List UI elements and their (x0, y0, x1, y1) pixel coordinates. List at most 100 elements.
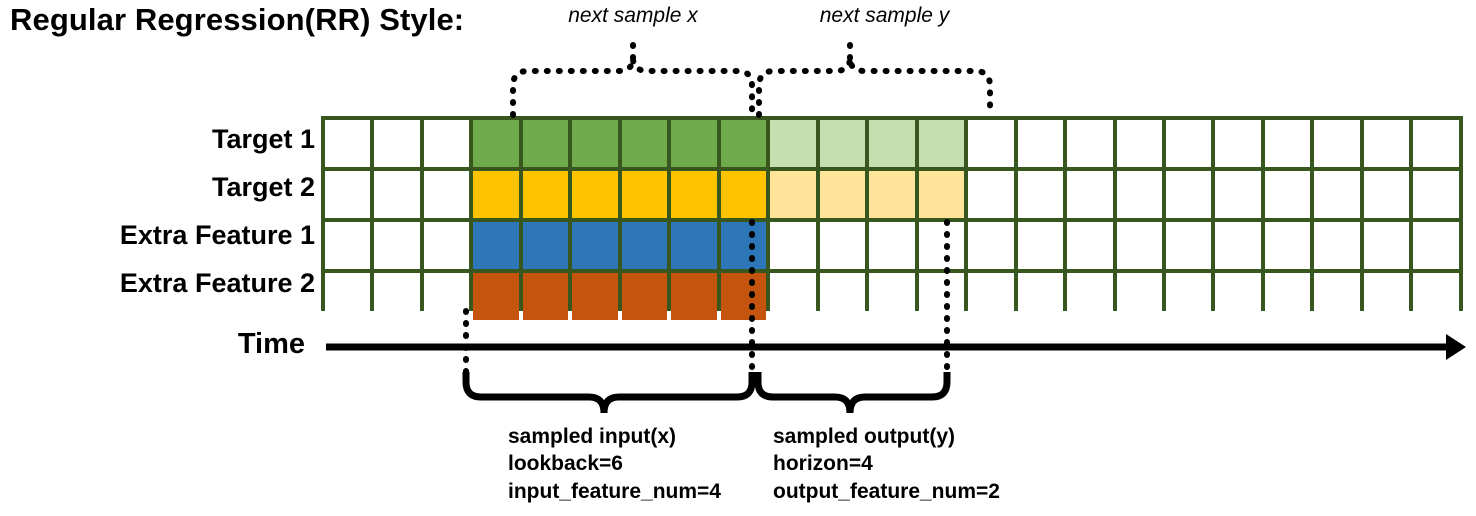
grid-row-extra-feature-1 (325, 222, 1459, 269)
grid-cell (1314, 171, 1360, 218)
grid-cell (1017, 222, 1064, 269)
grid-cell (473, 120, 519, 167)
sampled-input-title: sampled input(x) (508, 425, 677, 448)
grid-cell (1215, 222, 1261, 269)
grid-cell (968, 120, 1014, 167)
grid-cell (423, 222, 470, 269)
next-sample-y-label: next sample y (819, 4, 950, 27)
grid-cell (1413, 222, 1459, 269)
grid-cell (819, 273, 866, 320)
grid-cell (423, 171, 470, 218)
grid-cell (325, 171, 371, 218)
next-sample-y-brace (756, 57, 993, 118)
grid-cell (918, 171, 965, 218)
grid-cell (1067, 171, 1113, 218)
grid-cell (671, 222, 717, 269)
sampled-output-horizon: horizon=4 (773, 452, 873, 476)
grid-cell (1017, 171, 1064, 218)
grid-cell (1165, 273, 1212, 320)
timeseries-grid (321, 116, 1463, 320)
grid-cell (1413, 273, 1459, 320)
grid-cell (621, 222, 668, 269)
grid-cell (1067, 222, 1113, 269)
grid-cell (1413, 171, 1459, 218)
grid-cell (1215, 273, 1261, 320)
sampled-input-feature-num: input_feature_num=4 (508, 479, 721, 503)
grid-cell (522, 120, 569, 167)
time-axis-label: Time (237, 328, 305, 360)
grid-cell (522, 222, 569, 269)
grid-cell (325, 222, 371, 269)
grid-cell (621, 171, 668, 218)
grid-cell (770, 120, 816, 167)
sampled-output-caption: sampled output(y) horizon=4 output_featu… (773, 423, 1000, 505)
grid-cell (423, 120, 470, 167)
grid-cell (671, 273, 717, 320)
grid-row-target-1 (325, 120, 1459, 167)
next-sample-x-label: next sample x (568, 4, 698, 27)
grid-cell (918, 222, 965, 269)
sampled-output-feature-num: output_feature_num=2 (773, 479, 1000, 503)
grid-cell (869, 120, 915, 167)
row-label-target-1: Target 1 (211, 124, 315, 154)
grid-cell (1067, 120, 1113, 167)
grid-cell (1264, 171, 1311, 218)
grid-cell (869, 273, 915, 320)
grid-cell (325, 273, 371, 320)
grid-cell (423, 273, 470, 320)
grid-cell (1314, 120, 1360, 167)
grid-cell (473, 171, 519, 218)
grid-cell (1017, 273, 1064, 320)
grid-cell (325, 120, 371, 167)
grid-cell (1314, 273, 1360, 320)
grid-cell (869, 171, 915, 218)
grid-cell (1264, 222, 1311, 269)
sampled-output-title: sampled output(y) (773, 425, 955, 448)
grid-cell (720, 171, 767, 218)
grid-cell (720, 222, 767, 269)
grid-cell (1413, 120, 1459, 167)
grid-cell (1165, 222, 1212, 269)
grid-cell (1116, 120, 1162, 167)
grid-cell (671, 120, 717, 167)
grid-cell (621, 273, 668, 320)
grid-cell (869, 222, 915, 269)
grid-cell (1116, 222, 1162, 269)
sampled-input-caption: sampled input(x) lookback=6 input_featur… (508, 423, 721, 505)
grid-cell (473, 222, 519, 269)
page-title: Regular Regression(RR) Style: (10, 2, 465, 37)
grid-cell (968, 171, 1014, 218)
grid-cell (1116, 171, 1162, 218)
grid-cell (671, 171, 717, 218)
grid-cell (1165, 171, 1212, 218)
grid-cell (1165, 120, 1212, 167)
grid-cell (522, 273, 569, 320)
grid-cell (572, 171, 618, 218)
time-axis-arrow (326, 334, 1466, 360)
grid-row-extra-feature-2 (325, 273, 1459, 320)
grid-cell (374, 120, 420, 167)
grid-cell (572, 120, 618, 167)
grid-cell (374, 171, 420, 218)
grid-cell (770, 222, 816, 269)
sampled-input-lookback: lookback=6 (508, 452, 623, 476)
grid-cell (1264, 120, 1311, 167)
sampled-input-brace (462, 372, 756, 414)
grid-cell (1215, 171, 1261, 218)
grid-cell (1363, 222, 1410, 269)
grid-cell (1264, 273, 1311, 320)
row-label-extra-feature-1: Extra Feature 1 (119, 220, 315, 250)
grid-cell (968, 222, 1014, 269)
row-label-extra-feature-2: Extra Feature 2 (119, 268, 315, 298)
grid-cell (572, 222, 618, 269)
grid-cell (572, 273, 618, 320)
grid-cell (770, 171, 816, 218)
grid-cell (1363, 120, 1410, 167)
grid-row-target-2 (325, 171, 1459, 218)
grid-cell (1215, 120, 1261, 167)
sampled-output-brace (754, 372, 951, 414)
grid-cell (1017, 120, 1064, 167)
grid-cell (473, 273, 519, 320)
grid-cell (770, 273, 816, 320)
